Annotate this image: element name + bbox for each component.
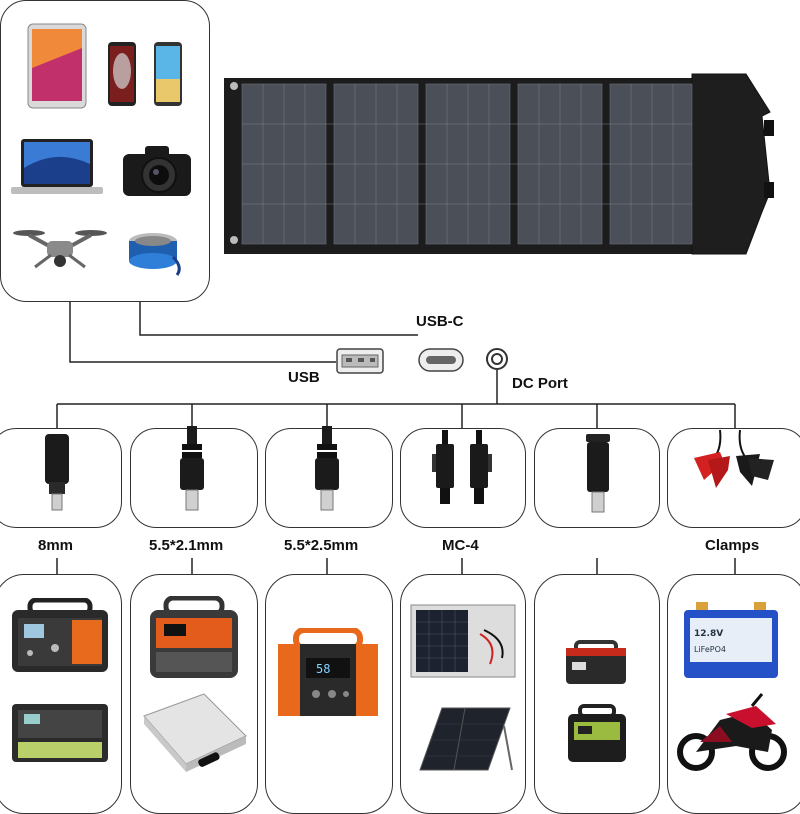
5.5x2.1mm-plug-icon <box>180 426 204 511</box>
power-station-icon <box>566 640 626 684</box>
8mm-plug-icon <box>45 434 69 511</box>
usb-port-label: USB <box>288 369 320 386</box>
device-box-dc-adapter <box>534 574 660 814</box>
connector-label-5.5x2.1mm: 5.5*2.1mm <box>149 537 224 554</box>
usb-c-port-label: USB-C <box>416 313 464 330</box>
connector-box-clamps <box>667 428 800 528</box>
battery-brand-label: LiFePO4 <box>694 645 726 654</box>
usb-port-icon <box>336 348 384 374</box>
connector-label-8mm: 8mm <box>38 537 74 554</box>
power-station-icon <box>12 704 108 762</box>
motorcycle-icon <box>677 693 787 771</box>
connector-label-clamps: Clamps <box>705 537 760 554</box>
battery-voltage-label: 12.8V <box>694 629 723 639</box>
smartphone-icon <box>154 42 182 106</box>
connector-label-mc4: MC-4 <box>442 537 479 554</box>
mc4-connector-icon <box>432 430 492 504</box>
power-station-icon <box>12 598 108 672</box>
battery-clamps-icon <box>694 429 774 488</box>
foldable-solar-panel <box>224 73 774 255</box>
tablet-icon <box>27 23 87 109</box>
power-bank-icon <box>143 693 247 772</box>
speaker-icon <box>129 233 181 276</box>
usb-c-port-icon <box>418 348 464 372</box>
drone-icon <box>13 230 107 269</box>
smartphone-icon <box>108 42 136 106</box>
power-station-display: 58 <box>316 662 330 676</box>
power-station-icon <box>568 704 626 762</box>
laptop-icon <box>11 139 103 194</box>
dc-port-label: DC Port <box>512 375 568 392</box>
usb-devices-panel <box>0 0 210 302</box>
dc-adapter-plug-icon <box>586 434 610 513</box>
camera-icon <box>123 146 191 196</box>
connector-box-mc4 <box>400 428 526 528</box>
connector-label-5.5x2.5mm: 5.5*2.5mm <box>284 537 359 554</box>
solar-module-icon <box>410 604 516 678</box>
solar-suitcase-icon <box>419 707 513 771</box>
dc-port-icon <box>486 348 508 370</box>
power-station-icon: 58 <box>278 628 378 716</box>
power-station-icon <box>150 596 238 678</box>
lifepo4-battery-icon: 12.8V LiFePO4 <box>684 602 778 678</box>
5.5x2.5mm-plug-icon <box>315 426 339 511</box>
